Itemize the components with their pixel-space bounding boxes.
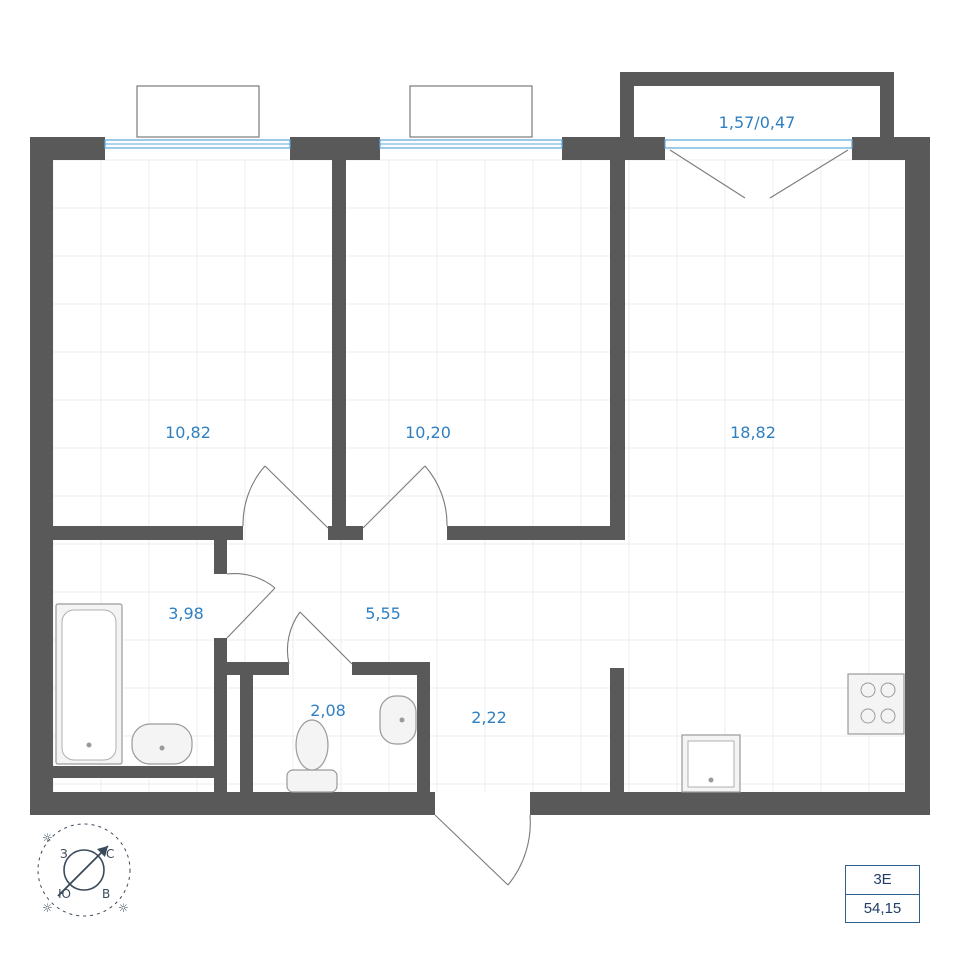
wall-bath-right-top bbox=[214, 540, 227, 574]
compass-icon: С В Ю З ☼ ☼ ☼ bbox=[37, 823, 131, 917]
wall-bath-right-bottom bbox=[214, 638, 227, 792]
total-area: 54,15 bbox=[846, 894, 919, 923]
wall-toilet-left bbox=[240, 662, 253, 792]
door-entrance bbox=[434, 814, 531, 886]
compass-north: С bbox=[106, 847, 114, 861]
door-toilet bbox=[286, 611, 353, 665]
compass-west: З bbox=[60, 847, 68, 861]
wall-bedrooms-bottom-b bbox=[328, 526, 363, 540]
area-hallway: 5,55 bbox=[365, 604, 401, 623]
apartment-code: 3E bbox=[873, 871, 892, 888]
sink-toilet bbox=[379, 695, 417, 745]
window-unit-left bbox=[136, 85, 260, 138]
area-entry: 2,22 bbox=[471, 708, 507, 727]
door-bedroom-middle bbox=[362, 465, 448, 529]
stove bbox=[847, 673, 905, 735]
balcony-wall bbox=[620, 72, 894, 137]
wall-top-d bbox=[852, 137, 930, 160]
wall-living-divider bbox=[610, 160, 625, 540]
window-unit-middle bbox=[409, 85, 533, 138]
wall-toilet-top-b bbox=[352, 662, 430, 675]
floor-grid bbox=[52, 159, 905, 792]
area-bedroom-left: 10,82 bbox=[165, 423, 211, 442]
area-toilet: 2,08 bbox=[310, 701, 346, 720]
wall-bath-inner bbox=[53, 766, 214, 778]
door-bedroom-left bbox=[242, 465, 329, 529]
wall-top-c bbox=[562, 137, 665, 160]
area-living-kitchen: 18,82 bbox=[730, 423, 776, 442]
sun-icon-se: ☼ bbox=[118, 901, 129, 915]
wall-kitchen-stub bbox=[610, 668, 624, 792]
area-bedroom-middle: 10,20 bbox=[405, 423, 451, 442]
kitchen-sink bbox=[681, 734, 741, 793]
compass-south: Ю bbox=[58, 887, 71, 901]
wall-bedroom-divider bbox=[332, 160, 346, 540]
wall-top-a bbox=[30, 137, 105, 160]
area-balcony: 1,57/0,47 bbox=[719, 113, 796, 132]
balcony-door bbox=[664, 139, 853, 199]
wall-right bbox=[905, 137, 930, 815]
sink-bathroom bbox=[131, 723, 193, 765]
sun-icon-nw: ☼ bbox=[42, 831, 53, 845]
wall-bedrooms-bottom-a bbox=[53, 526, 243, 540]
door-bathroom bbox=[226, 573, 276, 639]
compass-east: В bbox=[102, 887, 110, 901]
window-left bbox=[104, 139, 291, 149]
apartment-info-box: 3E 54,15 bbox=[845, 865, 920, 923]
window-middle bbox=[379, 139, 563, 149]
wall-toilet-right bbox=[417, 662, 430, 792]
wall-bedrooms-bottom-c bbox=[447, 526, 625, 540]
area-bathroom: 3,98 bbox=[168, 604, 204, 623]
wall-bottom-a bbox=[30, 792, 435, 815]
wall-toilet-top-a bbox=[227, 662, 289, 675]
bathtub bbox=[55, 603, 123, 765]
wall-bottom-b bbox=[530, 792, 930, 815]
sun-icon-sw: ☼ bbox=[42, 901, 53, 915]
wall-top-b bbox=[290, 137, 380, 160]
wall-left bbox=[30, 137, 53, 815]
toilet-bowl bbox=[286, 719, 338, 793]
